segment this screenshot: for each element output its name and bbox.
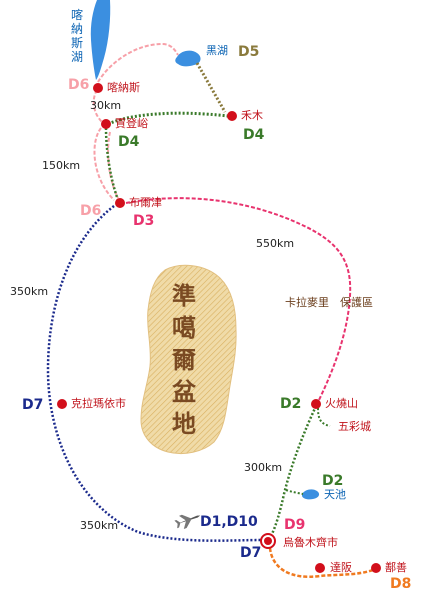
karamay-dot	[57, 399, 67, 409]
airplane-icon	[174, 514, 201, 529]
kanas-label: 喀納斯	[107, 81, 140, 94]
day-d4-jiadengyu: D4	[118, 134, 140, 150]
route-huoshaoshan-urumqi	[269, 405, 318, 537]
day-d4-hemu: D4	[243, 127, 265, 143]
day-d6-burqin: D6	[80, 203, 102, 219]
route-urumqi-shanshan	[268, 547, 379, 579]
route-heavenlake-spur	[285, 489, 304, 495]
day-d3-burqin: D3	[133, 213, 155, 229]
day-d7-karamay: D7	[22, 397, 44, 413]
kanas-lake-shape	[90, 0, 111, 80]
distance-karamay-urumqi: 350km	[80, 519, 119, 532]
distance-kanas-jiadengyu: 30km	[90, 99, 122, 112]
route-burqin-huoshaoshan	[125, 197, 352, 403]
basin-char: 爾	[172, 345, 196, 374]
junggar-basin-shape	[140, 264, 237, 455]
day-d1-d10-urumqi: D1,D10	[200, 514, 258, 530]
black-lake-label: 黑湖	[206, 44, 228, 57]
distance-jiadengyu-burqin: 150km	[42, 159, 81, 172]
shanshan-dot	[371, 563, 381, 573]
distance-burqin-huoshaoshan: 550km	[256, 237, 295, 250]
dabancheng-label: 達阪	[330, 561, 352, 574]
heaven-lake-label: 天池	[324, 488, 346, 501]
day-d7-urumqi: D7	[240, 545, 262, 561]
urumqi-label: 烏魯木齊市	[283, 536, 338, 549]
urumqi-dot-inner	[264, 537, 272, 545]
hemu-label: 禾木	[241, 109, 263, 122]
kanas-dot	[93, 83, 103, 93]
day-d9-urumqi: D9	[284, 517, 306, 533]
route-jiadengyu-burqin-pink-1	[93, 127, 115, 201]
huoshaoshan-dot	[311, 399, 321, 409]
day-d8-shanshan: D8	[390, 576, 412, 592]
kalamaili-reserve-label: 卡拉麥里 保護區	[285, 296, 373, 309]
huoshaoshan-label: 火燒山	[325, 397, 358, 410]
burqin-label: 布爾津	[129, 196, 162, 209]
dabancheng-dot	[315, 563, 325, 573]
distance-huoshaoshan-urumqi: 300km	[244, 461, 283, 474]
day-d2-huoshaoshan: D2	[280, 396, 302, 412]
route-huoshaoshan-wucaicheng	[317, 407, 331, 427]
day-d2-heaven-lake: D2	[322, 473, 344, 489]
jiadengyu-label: 賈登峪	[115, 117, 148, 130]
day-d5-black-lake: D5	[238, 44, 260, 60]
shanshan-label: 鄯善	[385, 561, 407, 574]
route-kanas-pink	[97, 42, 179, 83]
route-jiadengyu-hemu	[107, 111, 229, 126]
burqin-dot	[115, 198, 125, 208]
basin-char: 準	[172, 281, 196, 310]
route-burqin-jiadengyu-green	[104, 127, 120, 201]
day-d6-kanas: D6	[68, 77, 90, 93]
distance-burqin-karamay: 350km	[10, 285, 49, 298]
kanas-lake-label: 喀納斯湖	[71, 8, 84, 64]
basin-char: 噶	[172, 313, 196, 342]
wucaicheng-label: 五彩城	[338, 420, 371, 433]
basin-char: 盆	[172, 377, 196, 406]
karamay-label: 克拉瑪依市	[71, 397, 126, 410]
hemu-dot	[227, 111, 237, 121]
heaven-lake-shape	[302, 489, 320, 500]
route-blacklake-hemu	[195, 62, 227, 113]
basin-char: 地	[172, 409, 196, 438]
black-lake-shape	[175, 50, 201, 67]
jiadengyu-dot	[101, 119, 111, 129]
